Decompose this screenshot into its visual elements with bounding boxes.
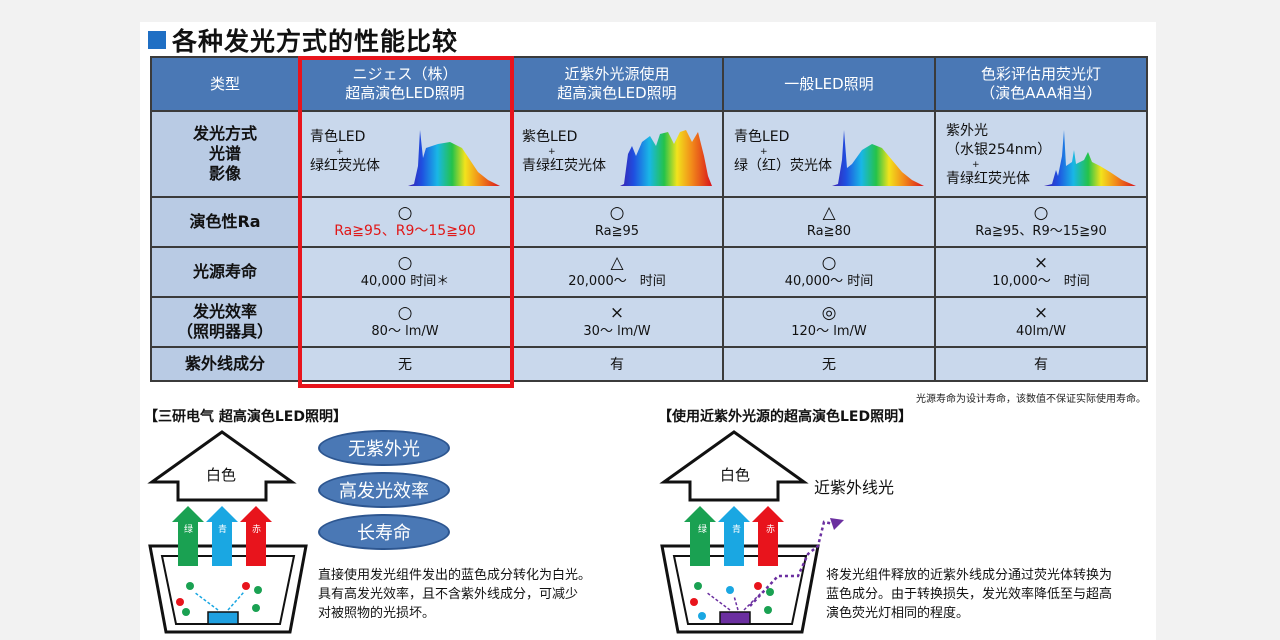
table-row-spectrum: 发光方式光谱影像 青色LED+绿红荧光体 紫色LED+青绿红荧光体 青色LED+… xyxy=(150,110,1148,198)
spectrum-cell-sanken: 青色LED+绿红荧光体 xyxy=(298,110,512,198)
rowhead-spectrum: 发光方式光谱影像 xyxy=(150,110,300,198)
left-arrow-label-blue: 青 xyxy=(218,525,228,535)
comparison-table: 类型 ニジェス（株）超高演色LED照明 近紫外光源使用超高演色LED照明 一般L… xyxy=(150,56,1148,382)
right-panel-title: 【使用近紫外光源的超高演色LED照明】 xyxy=(658,409,913,425)
ra-cell-fluorescent: ○Ra≧95、R9～15≧90 xyxy=(934,196,1148,248)
title-row: 各种发光方式的性能比较 xyxy=(148,24,458,56)
life-cell-general-led: ○40,000～ 时间 xyxy=(722,246,936,298)
table-row-ra: 演色性Ra ○Ra≧95、R9～15≧90 ○Ra≧95 △Ra≧80 ○Ra≧… xyxy=(150,196,1148,248)
spectrum-cell-near-uv: 紫色LED+青绿红荧光体 xyxy=(510,110,724,198)
header-general-led: 一般LED照明 xyxy=(722,56,936,112)
header-fluorescent: 色彩评估用荧光灯（演色AAA相当） xyxy=(934,56,1148,112)
life-cell-near-uv: △20,000～ 时间 xyxy=(510,246,724,298)
spectrum-graph-icon xyxy=(1044,130,1136,186)
table-row-life: 光源寿命 ○40,000 时间＊ △20,000～ 时间 ○40,000～ 时间… xyxy=(150,246,1148,298)
rowhead-life: 光源寿命 xyxy=(150,246,300,298)
eff-cell-near-uv: ×30～ lm/W xyxy=(510,296,724,348)
left-house-label: 白色 xyxy=(206,466,237,484)
uv-cell-general-led: 无 xyxy=(722,346,936,382)
header-sanken: ニジェス（株）超高演色LED照明 xyxy=(298,56,512,112)
left-arrow-label-green: 绿 xyxy=(184,525,194,535)
pill-long-life: 长寿命 xyxy=(318,514,450,550)
right-arrow-label-red: 赤 xyxy=(766,525,776,535)
spectrum-graph-icon xyxy=(408,130,500,186)
spectrum-graph-icon xyxy=(832,130,924,186)
header-type: 类型 xyxy=(150,56,300,112)
led-diagram-icon xyxy=(147,430,308,634)
right-arrow-label-green: 绿 xyxy=(698,525,708,535)
table-row-uv: 紫外线成分 无 有 无 有 xyxy=(150,346,1148,382)
table-row-efficiency: 发光效率（照明器具） ○80～ lm/W ×30～ lm/W ◎120～ lm/… xyxy=(150,296,1148,348)
document-sheet: 各种发光方式的性能比较 类型 ニジェス（株）超高演色LED照明 近紫外光源使用超… xyxy=(140,22,1156,640)
right-description: 将发光组件释放的近紫外线成分通过荧光体转换为蓝色成分。由于转换损失，发光效率降低… xyxy=(826,568,1113,621)
left-panel-title: 【三研电气 超高演色LED照明】 xyxy=(144,409,347,425)
eff-cell-fluorescent: ×40lm/W xyxy=(934,296,1148,348)
right-house-label: 白色 xyxy=(720,466,751,484)
rowhead-uv: 紫外线成分 xyxy=(150,346,300,382)
near-uv-diagram-icon xyxy=(659,430,844,634)
footnote: 光源寿命为设计寿命，该数值不保证实际使用寿命。 xyxy=(916,394,1146,405)
uv-cell-fluorescent: 有 xyxy=(934,346,1148,382)
pill-no-uv: 无紫外光 xyxy=(318,430,450,466)
spectrum-cell-general-led: 青色LED+绿（红）荧光体 xyxy=(722,110,936,198)
near-uv-label: 近紫外线光 xyxy=(814,478,895,497)
rowhead-ra: 演色性Ra xyxy=(150,196,300,248)
title-square-icon xyxy=(148,31,166,49)
header-near-uv: 近紫外光源使用超高演色LED照明 xyxy=(510,56,724,112)
page-title: 各种发光方式的性能比较 xyxy=(172,27,459,56)
left-description: 直接使用发光组件发出的蓝色成分转化为白光。具有高发光效率，且不含紫外线成分，可减… xyxy=(318,568,592,621)
rowhead-efficiency: 发光效率（照明器具） xyxy=(150,296,300,348)
eff-cell-general-led: ◎120～ lm/W xyxy=(722,296,936,348)
ra-cell-near-uv: ○Ra≧95 xyxy=(510,196,724,248)
spectrum-graph-icon xyxy=(620,130,712,186)
ra-cell-sanken: ○Ra≧95、R9～15≧90 xyxy=(298,196,512,248)
pill-high-efficiency: 高发光效率 xyxy=(318,472,450,508)
table-header-row: 类型 ニジェス（株）超高演色LED照明 近紫外光源使用超高演色LED照明 一般L… xyxy=(150,56,1148,112)
left-arrow-label-red: 赤 xyxy=(252,525,262,535)
spectrum-cell-fluorescent: 紫外光（水银254nm）+青绿红荧光体 xyxy=(934,110,1148,198)
life-cell-sanken: ○40,000 时间＊ xyxy=(298,246,512,298)
right-arrow-label-blue: 青 xyxy=(732,525,742,535)
life-cell-fluorescent: ×10,000～ 时间 xyxy=(934,246,1148,298)
uv-cell-sanken: 无 xyxy=(298,346,512,382)
ra-cell-general-led: △Ra≧80 xyxy=(722,196,936,248)
eff-cell-sanken: ○80～ lm/W xyxy=(298,296,512,348)
uv-cell-near-uv: 有 xyxy=(510,346,724,382)
